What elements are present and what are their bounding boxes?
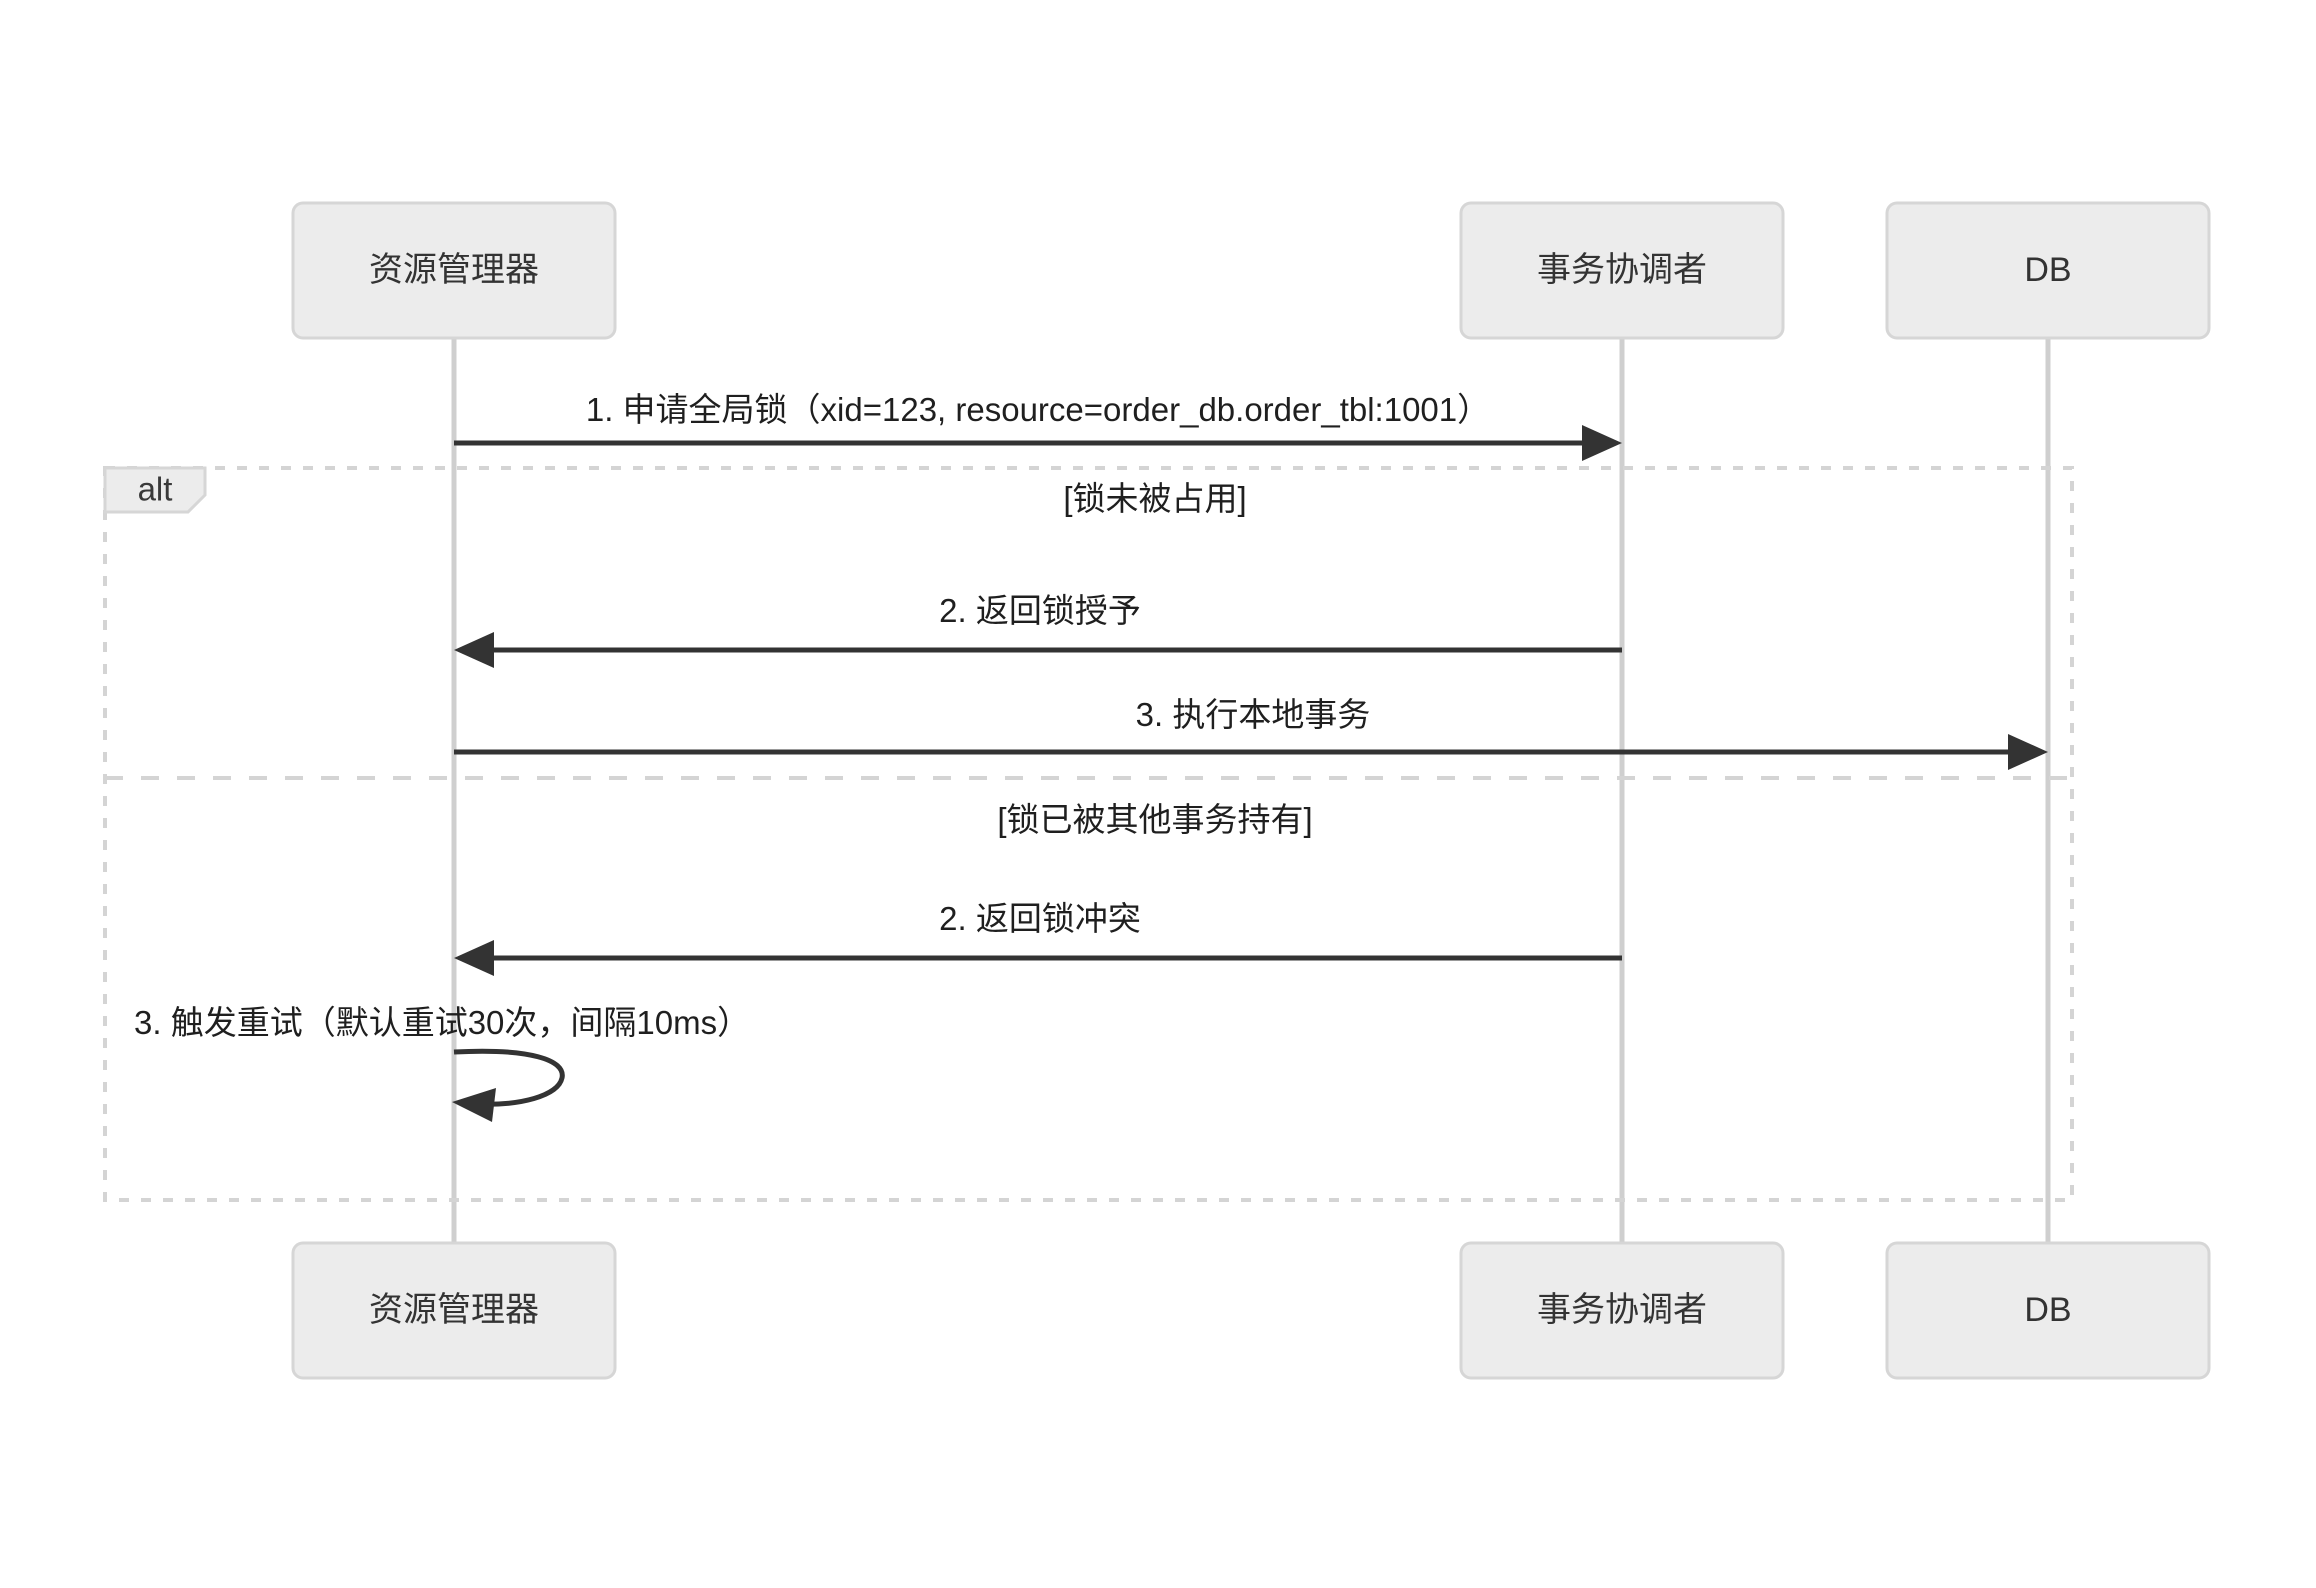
participant-box-db-top[interactable]: DB [1885, 201, 2211, 340]
participant-rect-db-bottom [1885, 1241, 2211, 1380]
participant-rect-rm-top [291, 201, 617, 340]
message-2b: 2. 返回锁冲突 [454, 900, 1622, 976]
message-2a: 2. 返回锁授予 [454, 592, 1622, 668]
alt-branch-1-condition: [锁未被占用] [1063, 480, 1246, 517]
alt-fragment: alt [103, 466, 2074, 1202]
participant-label-rm-bottom: 资源管理器 [369, 1291, 539, 1329]
participant-box-tc-bottom[interactable]: 事务协调者 [1459, 1241, 1785, 1380]
message-3a-arrowhead [2008, 734, 2048, 770]
alt-branch-2-condition: [锁已被其他事务持有] [997, 801, 1312, 838]
participant-label-tc-bottom: 事务协调者 [1537, 1291, 1707, 1329]
participant-box-rm-top[interactable]: 资源管理器 [291, 201, 617, 340]
alt-tab-shape [103, 466, 207, 514]
participant-rect-rm-bottom [291, 1241, 617, 1380]
participant-box-tc-top[interactable]: 事务协调者 [1459, 201, 1785, 340]
message-2b-label: 2. 返回锁冲突 [939, 900, 1141, 937]
participant-rect-tc-bottom [1459, 1241, 1785, 1380]
message-1-label: 1. 申请全局锁（xid=123, resource=order_db.orde… [586, 391, 1490, 428]
participant-label-db-bottom: DB [2024, 1291, 2071, 1329]
participant-rect-tc-top [1459, 201, 1785, 340]
message-3b-loop-path [453, 1048, 565, 1107]
participants-bottom: 资源管理器 事务协调者 DB [291, 1241, 2211, 1380]
alt-tab-label: alt [138, 471, 173, 508]
message-3b-arrowhead [452, 1088, 496, 1122]
message-2a-arrowhead [454, 632, 494, 668]
message-3a: 3. 执行本地事务 [454, 696, 2048, 770]
message-3a-label: 3. 执行本地事务 [1136, 696, 1371, 733]
alt-frame-border [103, 466, 2074, 1202]
message-3b-self: 3. 触发重试（默认重试30次，间隔10ms） [134, 1004, 750, 1122]
participant-label-db-top: DB [2024, 251, 2071, 289]
participants-top: 资源管理器 事务协调者 DB [291, 201, 2211, 340]
participant-box-rm-bottom[interactable]: 资源管理器 [291, 1241, 617, 1380]
participant-label-tc-top: 事务协调者 [1537, 251, 1707, 289]
message-1-arrowhead [1582, 425, 1622, 461]
message-2a-label: 2. 返回锁授予 [939, 592, 1141, 629]
message-2b-arrowhead [454, 940, 494, 976]
lifelines [451, 338, 2051, 1243]
participant-label-rm-top: 资源管理器 [369, 251, 539, 289]
message-3b-label: 3. 触发重试（默认重试30次，间隔10ms） [134, 1004, 750, 1041]
participant-rect-db-top [1885, 201, 2211, 340]
participant-box-db-bottom[interactable]: DB [1885, 1241, 2211, 1380]
message-1: 1. 申请全局锁（xid=123, resource=order_db.orde… [454, 391, 1622, 461]
